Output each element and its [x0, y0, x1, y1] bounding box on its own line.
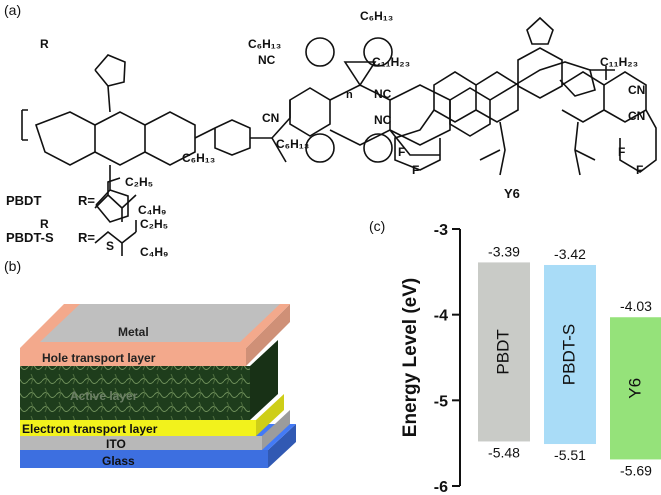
y6-ring-2 [475, 71, 519, 123]
group-r-top: R [40, 37, 49, 51]
energy-bar [478, 262, 530, 442]
y-axis-label: Energy Level (eV) [400, 278, 421, 437]
group-nc-left: NC [374, 87, 392, 101]
bdt-ring-center [94, 111, 146, 166]
group-f4: F [636, 163, 643, 177]
phenyl-br [363, 133, 393, 163]
side-chain-bottom-pbdt: C₄H₉ [138, 203, 166, 217]
layer-label-glass: Glass [102, 454, 135, 468]
bar-bottom-label: -5.48 [488, 444, 520, 460]
group-hex-tr: C₆H₁₃ [360, 9, 393, 23]
cn-bond-left [271, 137, 287, 163]
layer-metal [40, 304, 280, 342]
side-chain-pbdt [94, 177, 137, 222]
energy-bar [610, 317, 661, 460]
idt-bridge [343, 61, 440, 156]
side-chain-s-pbdt-s: S [106, 239, 114, 253]
y6-endgroup-left [394, 109, 441, 171]
side-chain-req-pbdt-s: R= [78, 230, 95, 245]
bar-name-label: PBDT [493, 329, 512, 374]
group-cn-left: CN [262, 111, 279, 125]
group-f1: F [398, 145, 405, 159]
panel-label-a: (a) [4, 2, 22, 18]
y-tick-label: -5 [434, 393, 448, 410]
group-alkyl-left: C₁₁H₂₃ [372, 55, 410, 69]
y6-endgroup-right [619, 109, 657, 173]
bar-top-label: -3.42 [554, 246, 586, 262]
side-chain-req-pbdt: R= [78, 193, 95, 208]
side-chain-name-pbdt: PBDT [6, 193, 41, 208]
idt-thiophene-right [449, 87, 491, 137]
energy-bar [544, 264, 596, 445]
idt-thiophene-left [289, 87, 331, 137]
layer-label-active: Active layer [70, 389, 138, 403]
group-r-bottom: R [40, 217, 49, 231]
repeat-n: n [346, 89, 353, 101]
y6-ring-5 [603, 71, 647, 123]
device-stack: Metal Hole transport layer Active layer … [20, 304, 296, 468]
group-hex-tl: C₆H₁₃ [248, 37, 281, 51]
y6-ring-3 [517, 47, 563, 99]
side-chain-bottom-pbdt-s: C₄H₉ [140, 245, 168, 259]
bracket-left [21, 109, 28, 141]
bar-bottom-label: -5.51 [554, 447, 586, 463]
group-cn-right: NC [258, 53, 276, 67]
bracket-right [590, 66, 615, 80]
layer-label-etl: Electron transport layer [22, 422, 158, 436]
layer-label-ito: ITO [106, 437, 126, 451]
group-cn-right2-y6: CN [628, 109, 645, 123]
bar-name-label: PBDT-S [559, 324, 578, 385]
phenyl-tr [363, 37, 393, 67]
molecule-name-y6: Y6 [504, 186, 520, 201]
bar-name-label: Y6 [625, 378, 644, 399]
layer-active [20, 340, 278, 420]
side-chain-pbdt-s [94, 220, 137, 256]
y-tick-label: -4 [434, 308, 448, 325]
panel-label-b: (b) [4, 258, 22, 274]
bar-top-label: -4.03 [620, 298, 652, 314]
group-nc-left2: NC [374, 113, 392, 127]
panel-label-c: (c) [369, 218, 386, 234]
layer-ito [20, 410, 290, 450]
side-chain-top-pbdt: C₂H₅ [125, 175, 153, 189]
layer-etl [20, 394, 284, 436]
side-chain-top-pbdt-s: C₂H₅ [140, 217, 168, 231]
group-f3: F [618, 145, 625, 159]
bdt-ring-right [144, 111, 196, 166]
group-hex-br: C₆H₁₃ [276, 137, 309, 151]
layer-label-htl: Hole transport layer [42, 351, 156, 365]
y6-ring-4 [561, 71, 605, 123]
phenyl-tl [305, 37, 335, 67]
chemical-structures: R R C₆H₁₃ C₆H₁₃ C₆H₁₃ C₆H₁₃ CN NC n C₁₁H… [6, 9, 657, 259]
bar-top-label: -3.39 [488, 243, 520, 259]
thiophene-top [94, 54, 126, 113]
idt-core-left [329, 84, 391, 146]
y-tick-label: -3 [434, 222, 448, 239]
thiadiazole [526, 16, 554, 45]
phenyl-bl [305, 133, 335, 163]
layer-label-metal: Metal [118, 325, 149, 339]
group-f2: F [412, 163, 419, 177]
y6-alkyl-chains [479, 121, 596, 176]
y-tick-label: -6 [434, 479, 448, 495]
side-chain-name-pbdt-s: PBDT-S [6, 230, 54, 245]
vinyl-right [489, 61, 596, 101]
group-cn-right-y6: CN [628, 83, 645, 97]
bar-bottom-label: -5.69 [620, 462, 652, 478]
group-hex-bl: C₆H₁₃ [182, 151, 215, 165]
group-alkyl-right: C₁₁H₂₃ [600, 55, 638, 69]
